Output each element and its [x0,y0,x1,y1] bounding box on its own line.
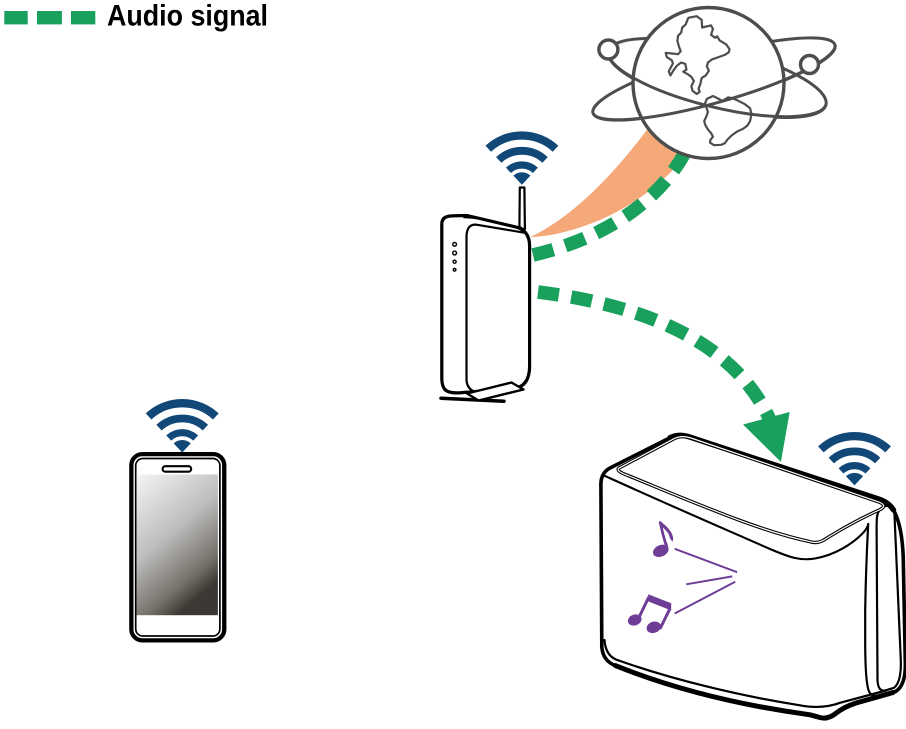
svg-text:Audio signal: Audio signal [107,0,268,33]
